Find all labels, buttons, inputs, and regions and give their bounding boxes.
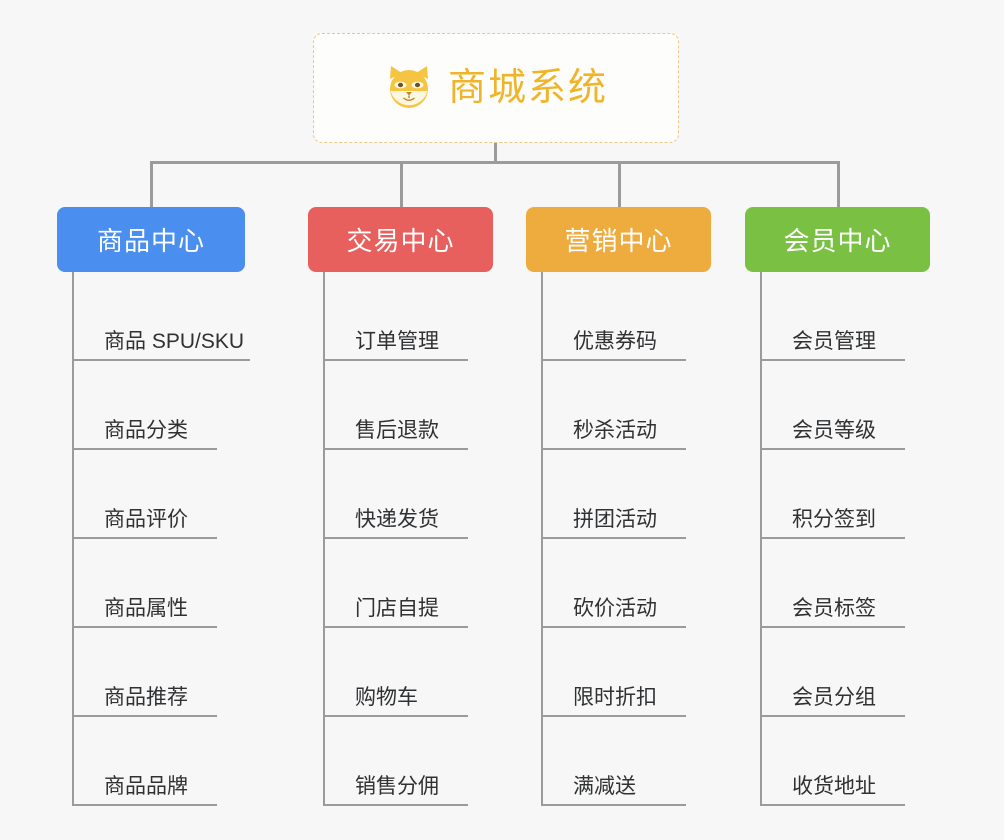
leaf-item-label: 会员管理: [792, 329, 876, 353]
category-header-product-center[interactable]: 商品中心: [57, 207, 245, 272]
leaf-item[interactable]: 优惠券码: [541, 272, 686, 361]
leaf-item-label: 商品评价: [104, 507, 188, 531]
leaf-item-label: 商品分类: [104, 418, 188, 442]
trunk-line-trade-center: [323, 272, 325, 806]
leaf-list-trade-center: 订单管理 售后退款 快递发货 门店自提 购物车 销售分佣: [323, 272, 468, 806]
leaf-item[interactable]: 拼团活动: [541, 450, 686, 539]
leaf-item-label: 砍价活动: [573, 596, 657, 620]
category-column-product-center: 商品中心 商品 SPU/SKU 商品分类 商品评价 商品属性 商品推荐 商品品牌: [57, 207, 251, 806]
leaf-item-label: 购物车: [355, 685, 418, 709]
leaf-item[interactable]: 满减送: [541, 717, 686, 806]
leaf-item[interactable]: 商品品牌: [72, 717, 217, 806]
leaf-item[interactable]: 限时折扣: [541, 628, 686, 717]
root-title: 商城系统: [447, 67, 608, 109]
connector-horizontal-bus: [150, 161, 840, 164]
leaf-item-label: 商品品牌: [104, 774, 188, 798]
category-column-member-center: 会员中心 会员管理 会员等级 积分签到 会员标签 会员分组 收货地址: [745, 207, 930, 806]
leaf-item[interactable]: 订单管理: [323, 272, 468, 361]
category-header-label: 营销中心: [564, 226, 673, 256]
leaf-item-label: 秒杀活动: [573, 418, 657, 442]
leaf-item[interactable]: 购物车: [323, 628, 468, 717]
leaf-item[interactable]: 会员管理: [760, 272, 905, 361]
leaf-item-label: 优惠券码: [573, 329, 657, 353]
leaf-item[interactable]: 收货地址: [760, 717, 905, 806]
leaf-item-label: 订单管理: [355, 329, 439, 353]
connector-drop-marketing-center: [618, 161, 621, 207]
leaf-item[interactable]: 会员分组: [760, 628, 905, 717]
leaf-item[interactable]: 商品 SPU/SKU: [72, 272, 251, 361]
category-column-trade-center: 交易中心 订单管理 售后退款 快递发货 门店自提 购物车 销售分佣: [308, 207, 493, 806]
category-header-marketing-center[interactable]: 营销中心: [526, 207, 711, 272]
leaf-item[interactable]: 快递发货: [323, 450, 468, 539]
leaf-item-label: 售后退款: [355, 418, 439, 442]
leaf-item-label: 会员标签: [792, 596, 876, 620]
leaf-item-label: 满减送: [573, 774, 636, 798]
leaf-item[interactable]: 销售分佣: [323, 717, 468, 806]
category-header-label: 会员中心: [783, 226, 892, 256]
trunk-line-member-center: [760, 272, 762, 806]
leaf-item-label: 快递发货: [355, 507, 439, 531]
category-header-member-center[interactable]: 会员中心: [745, 207, 930, 272]
leaf-item[interactable]: 秒杀活动: [541, 361, 686, 450]
leaf-item-label: 商品属性: [104, 596, 188, 620]
leaf-item-label: 销售分佣: [355, 774, 439, 798]
leaf-item[interactable]: 售后退款: [323, 361, 468, 450]
leaf-item[interactable]: 商品属性: [72, 539, 217, 628]
leaf-item-label: 拼团活动: [573, 507, 657, 531]
leaf-list-product-center: 商品 SPU/SKU 商品分类 商品评价 商品属性 商品推荐 商品品牌: [72, 272, 251, 806]
leaf-item[interactable]: 砍价活动: [541, 539, 686, 628]
category-header-trade-center[interactable]: 交易中心: [308, 207, 493, 272]
leaf-item-label: 会员分组: [792, 685, 876, 709]
connector-drop-member-center: [837, 161, 840, 207]
category-column-marketing-center: 营销中心 优惠券码 秒杀活动 拼团活动 砍价活动 限时折扣 满减送: [526, 207, 711, 806]
leaf-item[interactable]: 会员等级: [760, 361, 905, 450]
category-header-label: 商品中心: [96, 226, 205, 256]
trunk-line-product-center: [72, 272, 74, 806]
leaf-item[interactable]: 会员标签: [760, 539, 905, 628]
category-header-label: 交易中心: [346, 226, 455, 256]
leaf-list-member-center: 会员管理 会员等级 积分签到 会员标签 会员分组 收货地址: [760, 272, 905, 806]
shiba-dog-face-icon: [384, 63, 434, 113]
leaf-item[interactable]: 门店自提: [323, 539, 468, 628]
leaf-item-label: 门店自提: [355, 596, 439, 620]
leaf-item[interactable]: 积分签到: [760, 450, 905, 539]
leaf-item[interactable]: 商品分类: [72, 361, 217, 450]
leaf-item-label: 收货地址: [792, 774, 876, 798]
leaf-item-label: 会员等级: [792, 418, 876, 442]
leaf-list-marketing-center: 优惠券码 秒杀活动 拼团活动 砍价活动 限时折扣 满减送: [541, 272, 686, 806]
connector-root-stem: [494, 143, 497, 163]
trunk-line-marketing-center: [541, 272, 543, 806]
connector-drop-trade-center: [400, 161, 403, 207]
leaf-item[interactable]: 商品推荐: [72, 628, 217, 717]
leaf-item-label: 商品推荐: [104, 685, 188, 709]
leaf-item-label: 限时折扣: [573, 685, 657, 709]
leaf-item-label: 积分签到: [792, 507, 876, 531]
leaf-item-label: 商品 SPU/SKU: [104, 329, 245, 353]
leaf-item[interactable]: 商品评价: [72, 450, 217, 539]
connector-drop-product-center: [150, 161, 153, 207]
root-node[interactable]: 商城系统: [313, 33, 679, 143]
